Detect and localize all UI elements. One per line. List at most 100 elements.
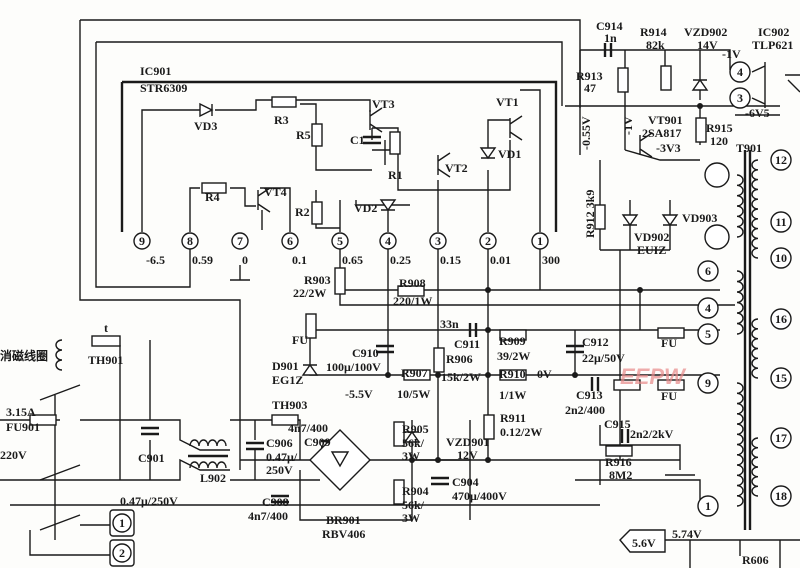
ic902-pin-3-number: 3 xyxy=(737,91,743,105)
label-fu901: FU901 xyxy=(6,420,40,434)
label-vt901: VT901 xyxy=(648,113,683,127)
label-r903: R903 xyxy=(304,273,331,287)
c915-capacitor-icon xyxy=(620,429,630,443)
label-m055v: -0.55V xyxy=(579,116,593,150)
t901-pin-10: 10 xyxy=(770,247,792,269)
ic901-pin-5: 5 xyxy=(331,232,349,250)
label-r916v: 8M2 xyxy=(609,468,632,482)
l902-coil-top xyxy=(189,439,227,447)
t901-pin-5-number: 5 xyxy=(705,327,711,341)
junction-dot xyxy=(485,457,491,463)
label-r914: R914 xyxy=(640,25,667,39)
junction-dot xyxy=(485,327,491,333)
r906-resistor-icon xyxy=(433,347,445,373)
vzd902-diode-icon xyxy=(691,78,709,91)
r5-resistor-icon xyxy=(311,123,323,147)
label-r1: R1 xyxy=(388,168,403,182)
label-vd902: VD902 xyxy=(634,230,669,244)
t901-pin-1: 1 xyxy=(697,495,719,517)
label-tlp621: TLP621 xyxy=(752,38,793,52)
ic901-pin-3: 3 xyxy=(429,232,447,250)
label-c910v: 100μ/100V xyxy=(326,360,381,374)
t901-coil-sec1 xyxy=(751,159,759,259)
c912-capacitor-icon xyxy=(566,344,584,354)
label-r907v: 10/5W xyxy=(397,387,430,401)
junction-dot xyxy=(435,457,441,463)
label-vzd901: VZD901 xyxy=(446,435,489,449)
fu-c-resistor-icon xyxy=(657,379,685,391)
vd3-diode-icon xyxy=(199,102,214,118)
vt3-transistor-icon xyxy=(369,107,383,133)
r1-resistor-icon xyxy=(389,131,401,155)
label-c906v1: 0.47μ/ xyxy=(266,450,298,464)
vd902-diode-icon xyxy=(621,214,639,227)
label-r4: R4 xyxy=(205,190,220,204)
junction-dot xyxy=(435,372,441,378)
ic901-pin-1-number: 1 xyxy=(537,234,543,248)
label-r911v: 0.12/2W xyxy=(500,425,542,439)
d901-diode-icon xyxy=(301,363,319,376)
ic901-pin-8-number: 8 xyxy=(187,234,193,248)
label-r905v2: 3W xyxy=(402,449,420,463)
th901-resistor-icon xyxy=(91,335,121,347)
r913-resistor-icon xyxy=(617,67,629,93)
fu-a-resistor-icon xyxy=(305,313,317,339)
pin-voltage-7: 0 xyxy=(242,253,248,267)
label-r915: R915 xyxy=(706,121,733,135)
vd903-diode-icon xyxy=(661,214,679,227)
t901-pin-17-number: 17 xyxy=(775,431,787,445)
t901-coil-aux xyxy=(736,174,744,238)
c901-capacitor-icon xyxy=(141,426,159,436)
label-r911: R911 xyxy=(500,411,526,425)
label-t901: T901 xyxy=(736,141,762,155)
vt901-transistor-icon xyxy=(639,132,653,158)
label-vd3: VD3 xyxy=(194,119,217,133)
degauss-coil-icon xyxy=(55,339,63,371)
label-r606: R606 xyxy=(742,553,769,567)
t901-pin-15: 15 xyxy=(770,367,792,389)
r916-resistor-icon xyxy=(605,445,633,457)
label-c908v: 4n7/400 xyxy=(248,509,288,523)
vd2-diode-icon xyxy=(379,199,397,212)
t901-pin-16-number: 16 xyxy=(775,312,787,326)
label-r910: R910 xyxy=(499,367,526,381)
t901-pin-9: 9 xyxy=(697,372,719,394)
vt2-transistor-icon xyxy=(437,152,451,178)
label-fu901v: 3.15A xyxy=(6,405,36,419)
label-m1v_a: -1V xyxy=(722,47,741,61)
ic901-pin-2: 2 xyxy=(479,232,497,250)
label-c909: C909 xyxy=(304,435,331,449)
r907-resistor-icon xyxy=(403,369,431,381)
r908-resistor-icon xyxy=(397,285,425,297)
pin-voltage-2: 0.01 xyxy=(490,253,511,267)
r910-resistor-icon xyxy=(499,369,527,381)
label-r904: R904 xyxy=(402,484,429,498)
vt4-transistor-icon xyxy=(257,187,271,213)
t901-pin-12: 12 xyxy=(770,149,792,171)
t901-coil-primary xyxy=(736,382,744,507)
label-d901v: EG1Z xyxy=(272,373,303,387)
t901-pin-12-number: 12 xyxy=(775,153,787,167)
label-m1v_b: -1V xyxy=(621,116,635,135)
pin-voltage-4: 0.25 xyxy=(390,253,411,267)
label-c909v: 4n7/400 xyxy=(288,421,328,435)
t901-pin-6: 6 xyxy=(697,260,719,282)
t901-pin-18-number: 18 xyxy=(775,489,787,503)
junction-dot xyxy=(572,372,578,378)
r4-resistor-icon xyxy=(201,182,227,194)
r904-resistor-icon xyxy=(393,479,405,505)
label-t_mark: t xyxy=(104,321,108,335)
label-vzd902: VZD902 xyxy=(684,25,727,39)
junction-dot xyxy=(485,372,491,378)
connector-pin-2-number: 2 xyxy=(119,546,125,560)
label-c911v: 33n xyxy=(440,317,459,331)
t901-pin-9-number: 9 xyxy=(705,376,711,390)
label-degauss: 消磁线圈 xyxy=(0,348,48,363)
label-r913: R913 xyxy=(576,69,603,83)
ic901-pin-7-number: 7 xyxy=(237,234,243,248)
ic901-pin-3-number: 3 xyxy=(435,234,441,248)
label-vt901v: 2SA817 xyxy=(642,126,681,140)
label-c910: C910 xyxy=(352,346,379,360)
